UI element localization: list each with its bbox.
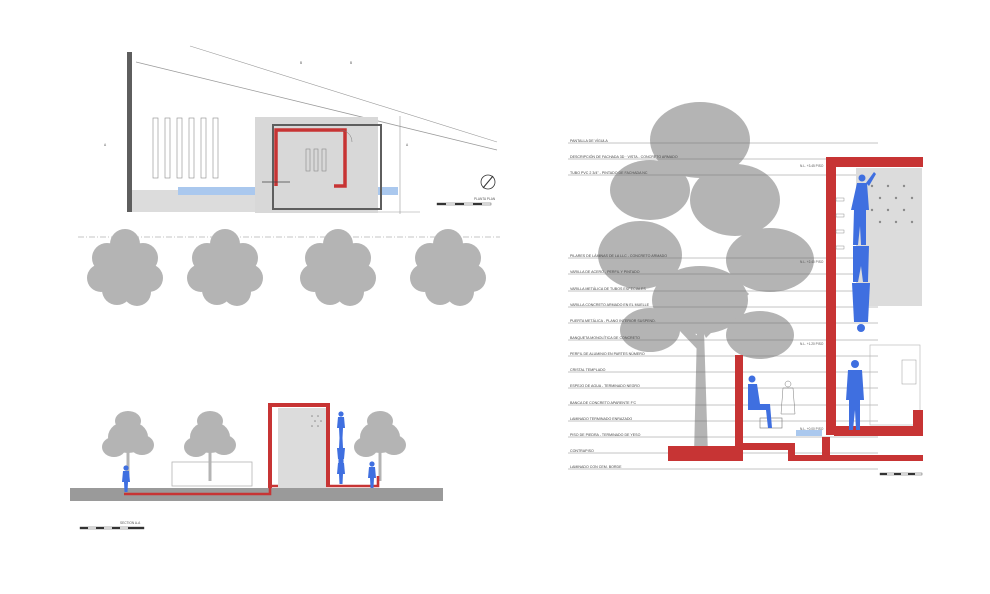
person-seated-icon — [368, 461, 376, 488]
plan-scale-bar — [436, 202, 492, 206]
section-figure-stack — [337, 411, 345, 484]
plan-pavilion-outline — [272, 124, 382, 210]
tree-top-icon — [410, 229, 486, 306]
section-mark: B — [300, 61, 302, 65]
person-icon — [337, 457, 345, 484]
annotation-label: LAMINADO TERMINADO ENRAZADO — [570, 417, 632, 421]
level-label: N.L. +2.40 PISO — [800, 260, 824, 264]
plan-tree-row — [87, 229, 486, 306]
annotation-label: BANQUETA MONOLÍTICA DE CONCRETO — [570, 336, 640, 340]
section-trees — [102, 411, 406, 481]
section-mark: B — [350, 61, 352, 65]
section-wall-gray — [278, 408, 326, 488]
plan-roof-edge — [189, 45, 498, 143]
annotation-label: DESCRIPCIÓN DE FACHADA 3D · VISTA - CONC… — [570, 154, 678, 159]
annotation-label: CRISTAL TEMPLADO — [570, 368, 606, 372]
plan-red-wall — [274, 128, 347, 188]
plan-left-wall — [127, 52, 132, 212]
plan-door-swing — [339, 129, 353, 143]
detail-wall-holes — [870, 184, 914, 224]
person-icon — [852, 246, 870, 332]
tree-side-icon — [102, 411, 154, 481]
annotation-label: VARILLA METÁLICA DE TUBOS ESPECIALES — [570, 287, 646, 291]
detail-tree — [598, 102, 814, 455]
annotation-label: ESPEJO DE AGUA - TERMINADO NEGRO — [570, 384, 640, 388]
section-red-frame — [268, 403, 330, 488]
section-mark: A — [406, 143, 409, 147]
level-label: N.L. +1.20 PISO — [800, 342, 824, 346]
detail-water — [796, 430, 822, 436]
detail-figure-stack — [846, 172, 876, 430]
detail-red-structure — [668, 157, 923, 461]
north-arrow — [480, 174, 496, 190]
annotation-label: BANCA DE CONCRETO APARENTE F'C — [570, 401, 636, 405]
person-icon — [851, 172, 876, 245]
detail-rungs — [835, 197, 845, 250]
detail-figure-outline — [780, 380, 796, 415]
detail-lower-panel — [869, 344, 921, 426]
annotation-label: PILARES DE LÁMINAS DE LA LLC - CONCRETO … — [570, 254, 667, 258]
annotation-label: CONTRAPISO — [570, 449, 594, 453]
detail-levels: N.L. +3.45 PISO N.L. +2.40 PISO N.L. +1.… — [800, 164, 824, 431]
section-mark: A — [104, 143, 107, 147]
detail-glass — [901, 359, 917, 385]
person-icon — [846, 360, 864, 430]
floor-plan: A A B B PLANTA PLAN — [104, 45, 498, 214]
annotation-label: LAMINADO CON CEM. BORDE — [570, 465, 622, 469]
detail-scale-bar — [879, 472, 923, 476]
annotation-label: PANTALLA DE VÍGULA — [570, 139, 608, 143]
section-title: SECTION A-A — [120, 521, 141, 525]
plan-bench-slats — [152, 117, 219, 179]
section-bench — [171, 461, 253, 487]
tree-side-icon — [184, 411, 236, 481]
annotation-label: PUERTA METÁLICA - PLANO INTERIOR SUSPEND… — [570, 319, 656, 323]
detail-section: PANTALLA DE VÍGULA DESCRIPCIÓN DE FACHAD… — [568, 102, 923, 476]
level-label: N.L. +3.45 PISO — [800, 164, 824, 168]
section-wall-holes — [311, 415, 322, 427]
person-seated-icon — [748, 375, 772, 428]
annotation-label: PISO DE PIEDRA - TERMINADO DE YESO — [570, 433, 641, 437]
tree-top-icon — [300, 229, 376, 306]
annotation-label: VARILLA DE ACERO - PERFIL Y PINTADO — [570, 270, 640, 274]
plan-title: PLANTA PLAN — [474, 197, 496, 201]
plan-roof-slope — [135, 61, 498, 151]
level-label: N.L. +0.00 PISO — [800, 427, 824, 431]
plan-interior-slats — [305, 148, 327, 172]
annotation-label: VARILLA CONCRETO ARMADO EN EL MUELLE — [570, 303, 650, 307]
person-icon — [337, 411, 345, 438]
annotation-label: PERFIL DE ALUMINIO EN PARTES NÚMERO — [570, 351, 645, 356]
tree-top-icon — [187, 229, 263, 306]
plan-section-marks: A A B B — [104, 61, 409, 147]
section-aa: SECTION A-A — [70, 403, 443, 530]
section-scale-bar — [79, 526, 145, 530]
tree-top-icon — [87, 229, 163, 306]
detail-annotations: PANTALLA DE VÍGULA DESCRIPCIÓN DE FACHAD… — [570, 139, 678, 469]
tree-side-icon — [354, 411, 406, 481]
annotation-label: TUBO PVC 2 3/4" - PINTADO DE FACHADA NC — [570, 171, 648, 175]
